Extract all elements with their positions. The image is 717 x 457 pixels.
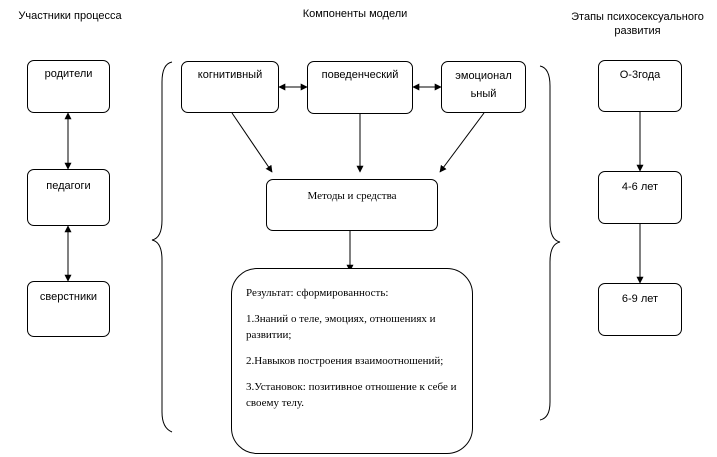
result-box: Результат: сформированность: 1.Знаний о … bbox=[231, 268, 473, 454]
header-components: Компоненты модели bbox=[302, 8, 408, 20]
header-stages: Этапы психосексуального развития bbox=[555, 10, 717, 38]
component-behavioral: поведенческий bbox=[307, 61, 413, 114]
participant-parents: родители bbox=[27, 60, 110, 113]
stage-4-6: 4-6 лет bbox=[598, 171, 682, 224]
participant-parents-label: родители bbox=[44, 68, 93, 80]
methods-box: Методы и средства bbox=[266, 179, 438, 231]
stage-6-9-label: 6-9 лет bbox=[621, 293, 659, 305]
component-cognitive: когнитивный bbox=[181, 61, 279, 113]
arrow-emotional-methods bbox=[439, 112, 485, 173]
header-stages-line2: развития bbox=[614, 25, 661, 37]
component-emotional: эмоционал ьный bbox=[441, 61, 526, 113]
arrow-cognitive-methods bbox=[231, 112, 273, 173]
stage-6-9: 6-9 лет bbox=[598, 283, 682, 336]
methods-label: Методы и средства bbox=[307, 190, 397, 202]
result-item-attitudes: 3.Установок: позитивное отношение к себе… bbox=[246, 381, 457, 409]
participant-peers-label: сверстники bbox=[39, 291, 98, 303]
participant-peers: сверстники bbox=[27, 281, 110, 337]
stage-4-6-label: 4-6 лет bbox=[621, 181, 659, 193]
stage-0-3-label: О-3года bbox=[619, 69, 661, 81]
component-cognitive-label: когнитивный bbox=[197, 69, 263, 81]
header-stages-line1: Этапы психосексуального bbox=[571, 11, 704, 23]
stage-0-3: О-3года bbox=[598, 60, 682, 112]
result-title: Результат: сформированность: bbox=[246, 287, 389, 299]
participant-teachers-label: педагоги bbox=[46, 180, 91, 192]
result-item-skills: 2.Навыков построения взаимоотношений; bbox=[246, 355, 444, 367]
component-emotional-line2: ьный bbox=[470, 88, 497, 100]
header-participants: Участники процесса bbox=[18, 10, 122, 22]
right-brace bbox=[539, 65, 561, 421]
result-item-knowledge: 1.Знаний о теле, эмоциях, отношениях и р… bbox=[246, 313, 436, 341]
participant-teachers: педагоги bbox=[27, 169, 110, 226]
left-brace bbox=[151, 61, 173, 433]
component-emotional-line1: эмоционал bbox=[455, 70, 512, 82]
component-behavioral-label: поведенческий bbox=[321, 69, 399, 81]
